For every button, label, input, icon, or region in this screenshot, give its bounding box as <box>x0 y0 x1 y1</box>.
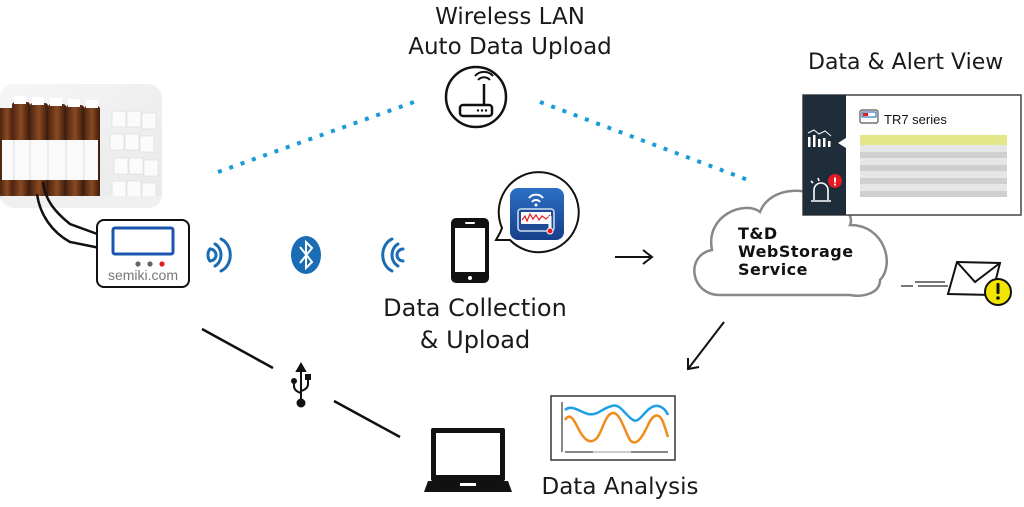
sensor-cables <box>35 181 101 250</box>
laptop-icon <box>424 428 512 492</box>
smartphone-icon <box>451 218 489 283</box>
wireless-lan-label: Wireless LAN Auto Data Upload <box>380 2 640 62</box>
data-alert-view-label: Data & Alert View <box>808 50 1004 75</box>
data-logger-device <box>96 219 190 288</box>
alarm-light-icon <box>810 177 831 202</box>
cloud-service-line-2: WebStorage <box>738 242 854 261</box>
chart-series-orange <box>563 411 670 444</box>
signal-waves-in-icon <box>381 237 405 273</box>
upload-arrow <box>615 249 654 265</box>
product-shelf-photo <box>0 84 162 208</box>
chart-series-blue <box>564 404 670 422</box>
wifi-router-icon <box>444 65 508 129</box>
usb-link-right <box>333 399 401 439</box>
cloud-service-line-3: Service <box>738 260 809 279</box>
data-analysis-label: Data Analysis <box>541 474 699 500</box>
analysis-chart <box>550 395 676 461</box>
data-alert-panel: ! <box>802 94 1022 216</box>
tr7-device-icon <box>859 109 879 124</box>
usb-icon <box>291 361 311 408</box>
cloud-service-label: T&D WebStorage Service <box>738 225 854 279</box>
app-speech-bubble <box>494 171 580 254</box>
email-alert-icon <box>901 260 1012 306</box>
usb-link-left <box>201 327 274 370</box>
chart-icon <box>807 129 832 147</box>
wireless-lan-subtitle: Auto Data Upload <box>408 34 612 60</box>
data-collection-title: Data Collection <box>383 294 567 322</box>
logger-brand-label: semiki.com <box>107 267 178 283</box>
svg-text:!: ! <box>832 176 837 189</box>
device-panel-title: TR7 series <box>884 112 947 127</box>
wireless-lan-title: Wireless LAN <box>435 4 585 30</box>
signal-waves-out-icon <box>206 237 232 273</box>
data-collection-label: Data Collection & Upload <box>360 292 590 356</box>
wireless-link-left <box>217 100 415 174</box>
bluetooth-icon <box>291 236 321 274</box>
wireless-link-right <box>539 100 749 182</box>
download-arrow <box>687 321 725 371</box>
data-collection-subtitle: & Upload <box>419 326 531 354</box>
cloud-service-line-1: T&D <box>738 224 778 243</box>
alert-badge-icon <box>828 174 842 188</box>
